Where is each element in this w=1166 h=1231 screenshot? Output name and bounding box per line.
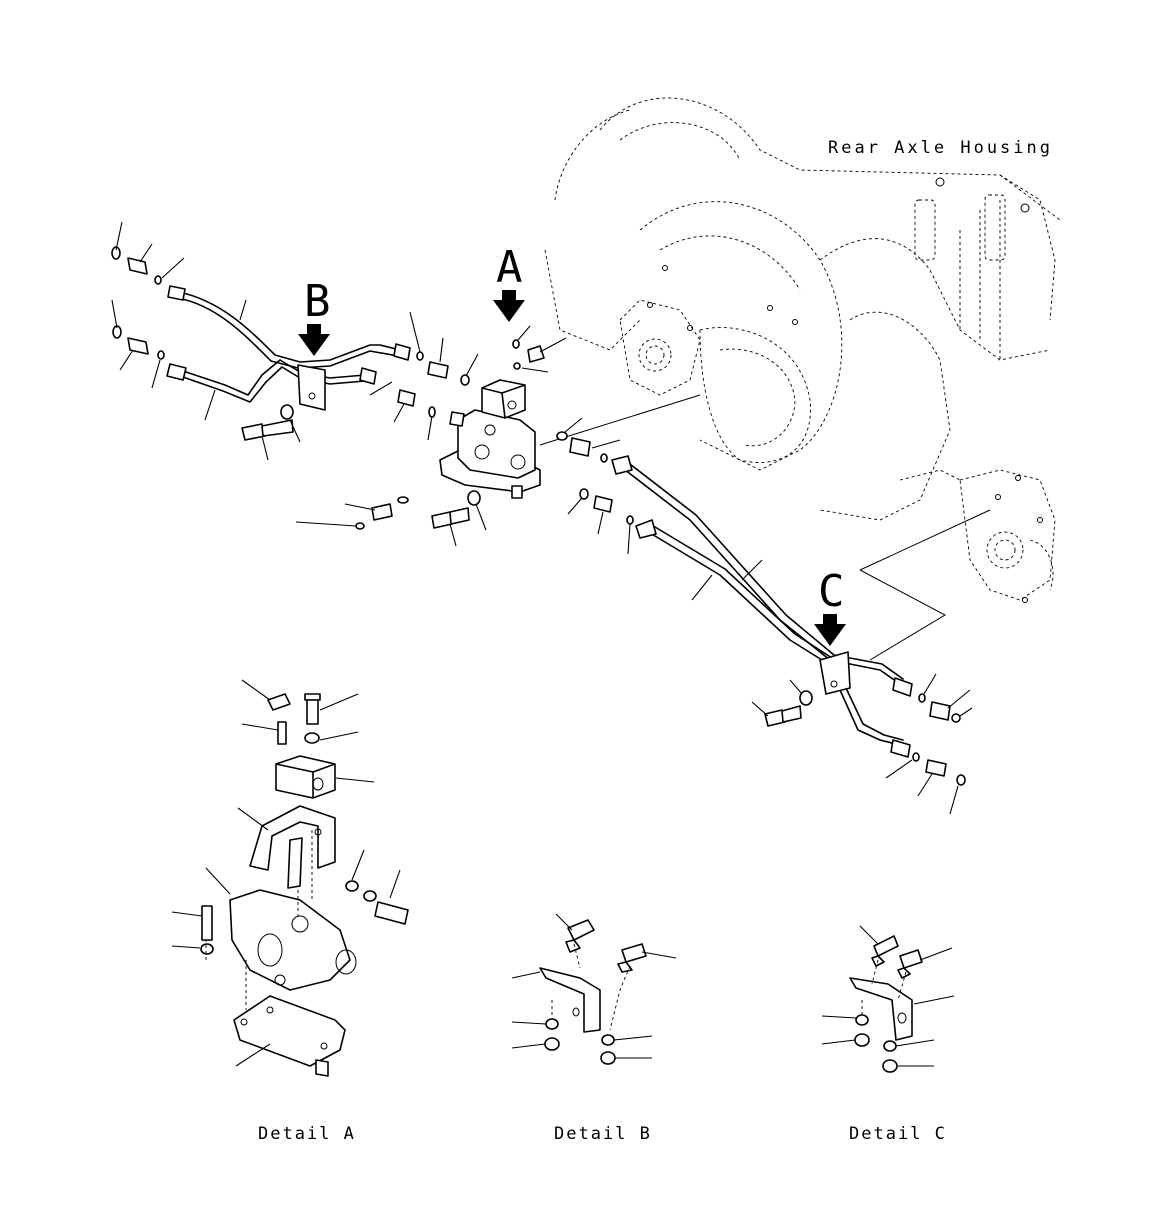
detail-a-exploded-view: Detail A [171, 679, 409, 1144]
callout-a-label: A [496, 242, 523, 293]
view-arrow-c: C [814, 566, 846, 646]
long-hose-assembly [611, 455, 973, 815]
central-valve-assembly [295, 311, 634, 555]
detail-b-caption: Detail B [554, 1124, 652, 1144]
detail-a-caption: Detail A [258, 1124, 356, 1144]
housing-label: Rear Axle Housing [828, 138, 1053, 158]
left-hose-assembly [111, 221, 411, 461]
view-arrow-a: A [493, 242, 525, 322]
detail-c-caption: Detail C [849, 1124, 947, 1144]
detail-c-exploded-view: Detail C [821, 925, 955, 1144]
down-arrow-icon [814, 614, 846, 646]
view-arrow-b: B [298, 276, 331, 356]
detail-b-exploded-view: Detail B [511, 913, 677, 1144]
down-arrow-icon [298, 324, 330, 356]
callout-b-label: B [304, 276, 331, 327]
rear-axle-housing: Rear Axle Housing [544, 97, 1061, 603]
down-arrow-icon [493, 290, 525, 322]
callout-c-label: C [818, 566, 845, 617]
